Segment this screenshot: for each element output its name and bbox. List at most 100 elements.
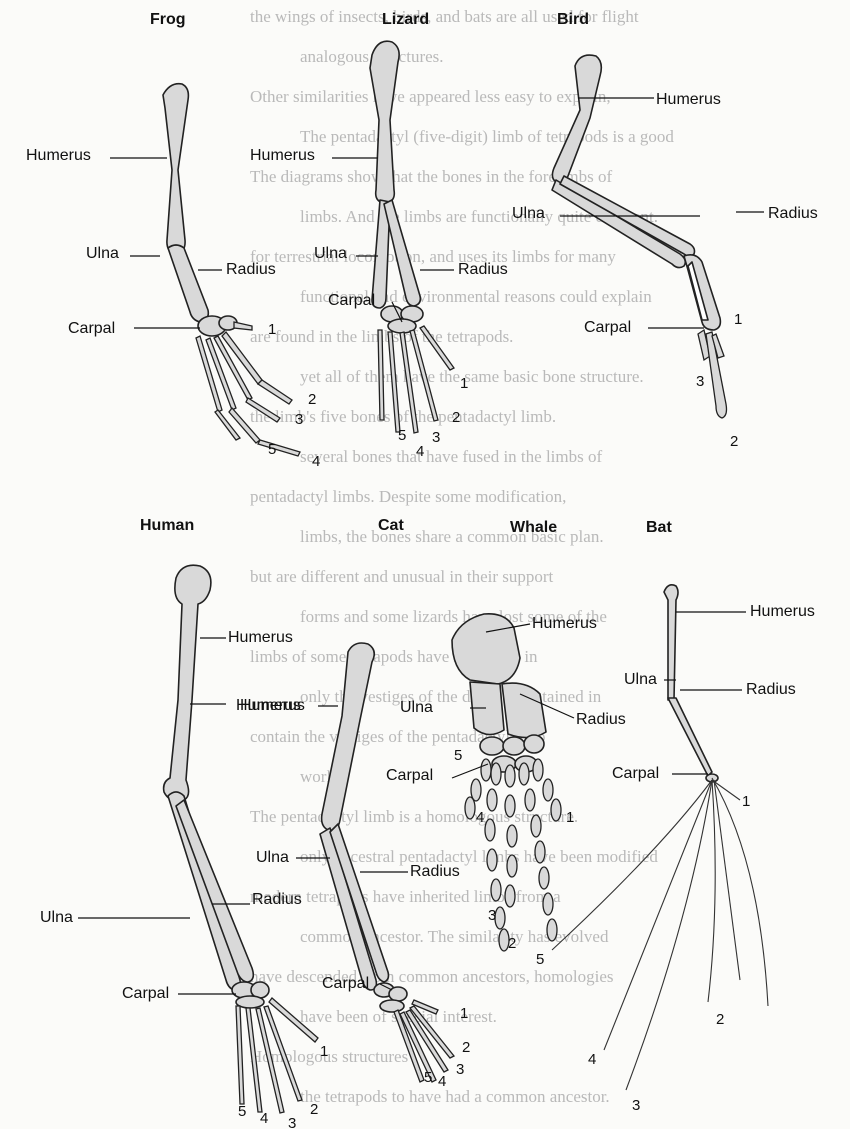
- whale-ulna-label: Ulna: [400, 699, 433, 716]
- bat-humerus-label: Humerus: [750, 603, 815, 620]
- cat-radius-label: Radius: [410, 863, 460, 880]
- bat-digit-1: 1: [742, 793, 750, 810]
- background-text-line: several bones that have fused in the lim…: [300, 447, 602, 466]
- bird-humerus-label: Humerus: [656, 91, 721, 108]
- lizard-forelimb: Lizard Humerus Ulna Radius Carpal 1 2: [250, 11, 508, 460]
- whale-phalanx: [543, 893, 553, 915]
- frog-digit-1: 1: [268, 321, 276, 338]
- bird-digit-1: 1: [734, 311, 742, 328]
- human-digit-1: 1: [320, 1043, 328, 1060]
- background-text-line: limbs, the bones share a common basic pl…: [300, 527, 604, 546]
- human-humerus-label: Humerus: [228, 629, 293, 646]
- whale-title: Whale: [510, 519, 557, 536]
- frog-digit-3: 3: [295, 411, 303, 428]
- cat-carpal-label: Carpal: [322, 975, 369, 992]
- whale-humerus-bone: [452, 614, 520, 684]
- background-text-line: common ancestor. The similarity has evol…: [300, 927, 609, 946]
- bat-humerus-bone: [664, 585, 678, 700]
- human-radius-label: Radius: [252, 891, 302, 908]
- human-radius-ulna-bones: [168, 792, 253, 990]
- cat-digit-3: 3: [456, 1061, 464, 1078]
- whale-phalanx: [491, 879, 501, 901]
- whale-phalanx: [533, 759, 543, 781]
- human-digit-3: 3: [288, 1115, 296, 1129]
- cat-digit-1: 1: [460, 1005, 468, 1022]
- human-ulna-label: Ulna: [40, 909, 73, 926]
- bird-ulna-label: Ulna: [512, 205, 545, 222]
- bird-digit-2: 2: [730, 433, 738, 450]
- bat-digit-2: 2: [716, 1011, 724, 1028]
- whale-radius-label: Radius: [576, 711, 626, 728]
- background-text-line: but are different and unusual in their s…: [250, 567, 554, 586]
- frog-title: Frog: [150, 11, 186, 28]
- frog-digit-5: 5: [268, 441, 276, 458]
- background-text-line: yet all of them have the same basic bone…: [300, 367, 644, 386]
- human-digit-5: 5: [238, 1103, 246, 1120]
- background-text-line: pentadactyl limbs. Despite some modifica…: [250, 487, 566, 506]
- whale-phalanx: [465, 797, 475, 819]
- whale-phalanx: [543, 779, 553, 801]
- whale-phalanx: [505, 795, 515, 817]
- background-text-line: only ancestral pentadactyl limbs have be…: [300, 847, 658, 866]
- frog-forelimb: Frog Humerus Ulna Radius C: [26, 11, 320, 470]
- lizard-humerus-label: Humerus: [250, 147, 315, 164]
- whale-phalanx: [481, 759, 491, 781]
- lizard-ulna-label: Ulna: [314, 245, 347, 262]
- cat-digit-2: 2: [462, 1039, 470, 1056]
- whale-digit-2: 2: [508, 935, 516, 952]
- lizard-digit-3: 3: [432, 429, 440, 446]
- bat-radius-ulna-bones: [668, 698, 712, 776]
- whale-carpal-label: Carpal: [386, 767, 433, 784]
- whale-phalanx: [539, 867, 549, 889]
- whale-phalanx: [519, 763, 529, 785]
- bat-digit-3: 3: [632, 1097, 640, 1114]
- whale-humerus-label: Humerus: [532, 615, 597, 632]
- human-digit-4: 4: [260, 1110, 268, 1127]
- whale-phalanx: [491, 763, 501, 785]
- whale-radius-ulna-bones: [470, 682, 546, 738]
- whale-phalanx: [487, 849, 497, 871]
- background-text-line: Other similarities have appeared less ea…: [250, 87, 611, 106]
- lizard-digit-1: 1: [460, 375, 468, 392]
- cat-title: Cat: [378, 517, 404, 534]
- frog-humerus-label: Humerus: [26, 147, 91, 164]
- lizard-digit-2: 2: [452, 409, 460, 426]
- human-title: Human: [140, 517, 194, 534]
- whale-digit-1: 1: [566, 809, 574, 826]
- bird-humerus-bone: [552, 55, 601, 183]
- background-text-line: the tetrapods to have had a common ances…: [300, 1087, 610, 1106]
- lizard-digit-4: 4: [416, 443, 424, 460]
- bat-digit-4: 4: [588, 1051, 596, 1068]
- whale-phalanx: [487, 789, 497, 811]
- human-carpals: [232, 982, 269, 1008]
- frog-digit-2: 2: [308, 391, 316, 408]
- frog-humerus-bone: [163, 84, 188, 254]
- bat-digit-5: 5: [536, 951, 544, 968]
- frog-ulna-label: Ulna: [86, 245, 119, 262]
- human-carpal-label: Carpal: [122, 985, 169, 1002]
- whale-digit-5: 5: [454, 747, 462, 764]
- lizard-carpal-label: Carpal: [328, 292, 375, 309]
- whale-phalanx: [495, 907, 505, 929]
- bat-ulna-label: Ulna: [624, 671, 657, 688]
- bird-title: Bird: [557, 11, 589, 28]
- background-text-line: have descended from common ancestors, ho…: [250, 967, 614, 986]
- lizard-radius-label: Radius: [458, 261, 508, 278]
- bird-digit-3: 3: [696, 373, 704, 390]
- whale-phalanx: [551, 799, 561, 821]
- background-text-line: for terrestrial locomotion, and uses its…: [250, 247, 616, 266]
- background-bleed-text: the wings of insects, birds, and bats ar…: [250, 7, 674, 1106]
- whale-phalanx: [525, 789, 535, 811]
- background-text-line: Homologous structures: [250, 1047, 408, 1066]
- cat-digit-5: 5: [424, 1069, 432, 1086]
- frog-radius-label: Radius: [226, 261, 276, 278]
- whale-digit-3: 3: [488, 907, 496, 924]
- lizard-title: Lizard: [382, 11, 429, 28]
- whale-phalanx: [547, 919, 557, 941]
- frog-radioulna-bone: [168, 245, 208, 322]
- bat-carpal-label: Carpal: [612, 765, 659, 782]
- cat-digit-4: 4: [438, 1073, 446, 1090]
- human-digit-2: 2: [310, 1101, 318, 1118]
- bird-carpal-label: Carpal: [584, 319, 631, 336]
